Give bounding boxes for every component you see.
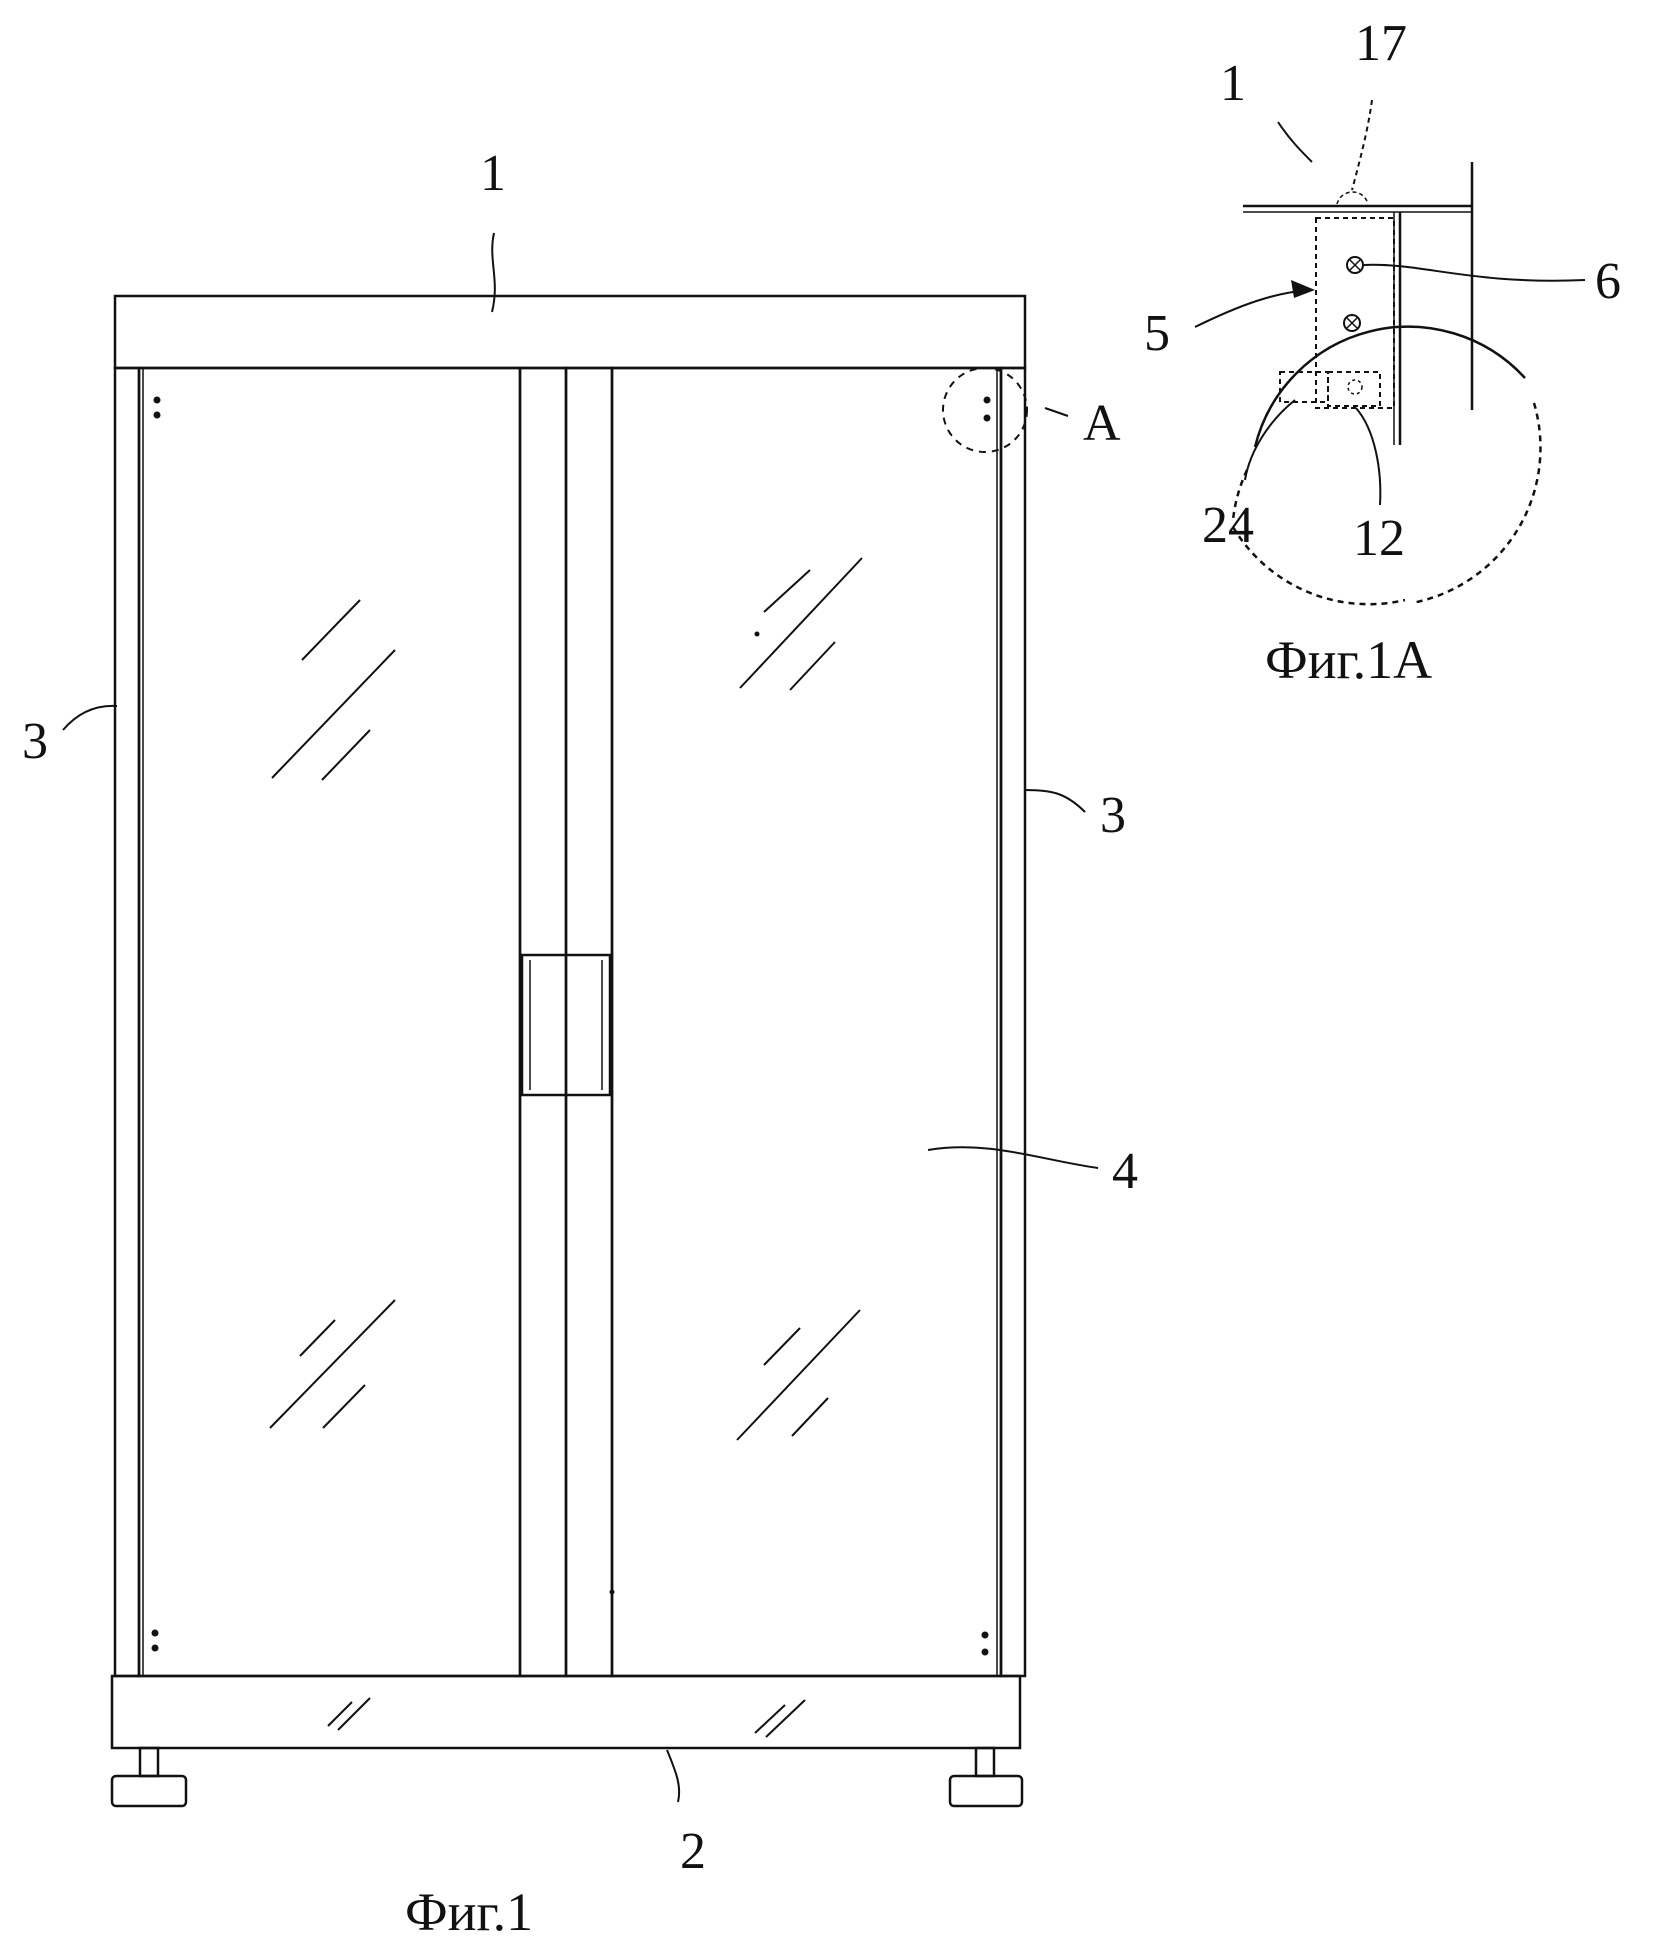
left-glass-door — [139, 368, 520, 1676]
bottom-frame — [112, 1676, 1020, 1748]
detail-leader-lines — [1195, 100, 1585, 505]
bolt-dots — [152, 397, 991, 1656]
caption-fig-1a: Фиг.1A — [1265, 630, 1432, 690]
detail-part-17 — [1337, 192, 1368, 204]
detail-part-12 — [1328, 372, 1380, 406]
cabinet-drawing — [63, 233, 1098, 1806]
label-part-17: 17 — [1355, 15, 1407, 72]
label-detail-frame: 1 — [1220, 55, 1246, 112]
detail-circle-top — [1255, 327, 1525, 447]
label-bracket: 5 — [1144, 305, 1170, 362]
label-left-post: 3 — [22, 713, 48, 770]
right-glass-door — [612, 368, 1001, 1676]
center-stile-right — [566, 368, 612, 1676]
detail-part-24 — [1280, 372, 1328, 402]
label-bottom-frame: 2 — [680, 1823, 706, 1880]
leader-lines — [63, 233, 1098, 1802]
caption-fig-1: Фиг.1 — [405, 1882, 533, 1942]
left-foot-stem — [140, 1748, 158, 1776]
top-frame — [115, 296, 1025, 368]
label-top-frame: 1 — [480, 145, 506, 202]
center-stile-left — [520, 368, 566, 1676]
detail-screw-1 — [1347, 257, 1363, 273]
label-part-24: 24 — [1202, 497, 1254, 554]
label-right-post: 3 — [1100, 787, 1126, 844]
detail-screw-2 — [1344, 315, 1360, 331]
right-foot-stem — [976, 1748, 994, 1776]
right-foot — [950, 1776, 1022, 1806]
label-screw: 6 — [1595, 253, 1621, 310]
left-foot — [112, 1776, 186, 1806]
label-detail-ref: A — [1083, 395, 1121, 452]
right-post — [1001, 368, 1025, 1676]
detail-circle-dashed — [1233, 403, 1540, 604]
label-part-12: 12 — [1353, 510, 1405, 567]
label-glass-door: 4 — [1112, 1143, 1138, 1200]
detail-arrowhead — [1291, 280, 1315, 298]
left-post — [115, 368, 139, 1676]
detail-a-circle — [943, 368, 1027, 452]
